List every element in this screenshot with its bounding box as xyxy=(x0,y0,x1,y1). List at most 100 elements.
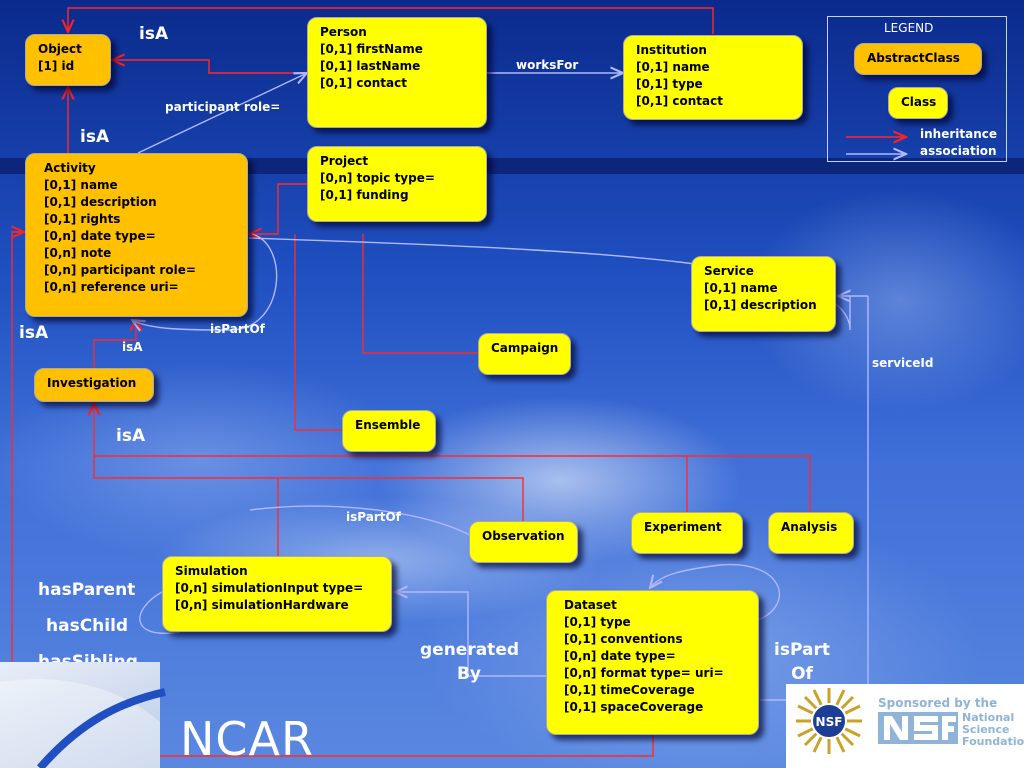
is-part-of-line1: isPart xyxy=(774,640,830,660)
class-title: Institution xyxy=(636,43,707,57)
inheritance-person-object xyxy=(112,60,307,74)
ncar-curve-decoration xyxy=(0,678,166,768)
class-title: Ensemble xyxy=(355,418,421,432)
has-parent-label: hasParent xyxy=(38,580,136,600)
class-attribute: [0,1] contact xyxy=(636,94,723,108)
class-title: Person xyxy=(320,25,367,39)
legend-abstract-class: AbstractClass xyxy=(854,43,982,75)
legend-class: Class xyxy=(888,87,948,119)
project-class[interactable]: Project [0,n] topic type= [0,1] funding xyxy=(307,146,487,222)
activity-class[interactable]: Activity [0,1] name [0,1] description [0… xyxy=(25,153,248,317)
class-title: Service xyxy=(704,264,754,278)
investigation-class[interactable]: Investigation xyxy=(34,368,154,402)
inheritance-observation-investigation xyxy=(94,403,524,521)
nsf-name-line1: National xyxy=(962,711,1015,724)
assoc-activity-person xyxy=(137,73,307,154)
class-attribute: [0,1] firstName xyxy=(320,42,423,56)
isa-label-small: isA xyxy=(122,340,143,354)
legend-abstract-label: AbstractClass xyxy=(867,51,960,65)
class-title: Campaign xyxy=(491,341,559,355)
header-band xyxy=(0,158,1024,174)
assoc-dataset-simulation xyxy=(395,592,546,677)
legend-inheritance-label: inheritance xyxy=(920,127,997,141)
class-title: Experiment xyxy=(644,520,722,534)
assoc-mid-curve xyxy=(249,505,471,536)
class-attribute: [0,1] type xyxy=(564,615,631,629)
class-attribute: [0,1] contact xyxy=(320,76,407,90)
dataset-is-part-of-label: isPart Of xyxy=(770,638,834,686)
class-attribute: [0,1] name xyxy=(636,60,710,74)
class-title: Dataset xyxy=(564,598,617,612)
object-class[interactable]: Object [1] id xyxy=(25,34,111,86)
campaign-class[interactable]: Campaign xyxy=(478,333,571,375)
assoc-dataset-ispartof xyxy=(650,563,781,621)
inheritance-analysis-investigation xyxy=(687,455,811,512)
class-attribute: [0,1] rights xyxy=(44,212,121,226)
generated-by-label: generated By xyxy=(420,638,519,686)
inheritance-ensemble-activity xyxy=(294,234,342,431)
class-attribute: [0,1] timeCoverage xyxy=(564,683,695,697)
generated-by-line2: By xyxy=(456,664,482,684)
legend-title: LEGEND xyxy=(884,21,934,35)
class-attribute: [0,1] description xyxy=(44,195,157,209)
class-attribute: [0,n] simulationHardware xyxy=(175,598,349,612)
class-attribute: [0,1] name xyxy=(44,178,118,192)
is-part-of-activity-label: isPartOf xyxy=(210,322,265,336)
assoc-simulation-parent xyxy=(139,591,181,634)
nsf-name-line3: Foundation xyxy=(962,735,1024,748)
nsf-seal-text: NSF xyxy=(816,715,843,729)
service-class[interactable]: Service [0,1] name [0,1] description xyxy=(691,256,836,332)
class-title: Observation xyxy=(482,529,565,543)
class-attribute: [0,1] description xyxy=(704,298,817,312)
nsf-sponsored-text: Sponsored by the xyxy=(878,696,998,710)
class-attribute: [0,1] conventions xyxy=(564,632,683,646)
simulation-class[interactable]: Simulation [0,n] simulationInput type= [… xyxy=(162,556,392,632)
class-attribute: [0,n] participant role= xyxy=(44,263,196,277)
class-title: Simulation xyxy=(175,564,248,578)
person-class[interactable]: Person [0,1] firstName [0,1] lastName [0… xyxy=(307,17,487,128)
nsf-seal-icon: NSF xyxy=(796,688,862,754)
nsf-name-text: National Science Foundation xyxy=(962,712,1024,748)
legend-lines xyxy=(846,17,1008,163)
assoc-activity-ispartof xyxy=(132,233,278,330)
inheritance-project-activity xyxy=(249,183,307,234)
participant-role-label: participant role= xyxy=(165,100,281,114)
has-child-label: hasChild xyxy=(46,616,129,636)
class-title: Analysis xyxy=(781,520,838,534)
service-id-label: serviceId xyxy=(872,356,934,370)
nsf-name-line2: Science xyxy=(962,723,1010,736)
class-attribute: [0,1] spaceCoverage xyxy=(564,700,704,714)
legend-association-label: association xyxy=(920,144,997,158)
class-attribute: [0,n] reference uri= xyxy=(44,280,179,294)
inheritance-experiment-investigation xyxy=(94,455,688,512)
isa-label-activity: isA xyxy=(80,127,110,147)
class-attribute: [0,n] date type= xyxy=(564,649,676,663)
class-attribute: [1] id xyxy=(38,59,75,73)
institution-class[interactable]: Institution [0,1] name [0,1] type [0,1] … xyxy=(623,35,803,120)
is-part-of-mid-label: isPartOf xyxy=(346,510,401,524)
inheritance-campaign-activity xyxy=(362,234,478,354)
class-title: Investigation xyxy=(47,376,137,390)
ensemble-class[interactable]: Ensemble xyxy=(342,410,436,452)
observation-class[interactable]: Observation xyxy=(469,521,578,563)
experiment-class[interactable]: Experiment xyxy=(631,512,743,554)
class-title: Activity xyxy=(44,161,96,175)
isa-label-left: isA xyxy=(19,323,49,343)
class-attribute: [0,n] date type= xyxy=(44,229,156,243)
class-title: Object xyxy=(38,42,82,56)
class-attribute: [0,n] note xyxy=(44,246,112,260)
inheritance-institution-object xyxy=(68,7,714,34)
ncar-logo-text: NCAR xyxy=(180,712,314,766)
ncar-logo-panel xyxy=(0,662,160,768)
class-attribute: [0,n] simulationInput type= xyxy=(175,581,364,595)
class-attribute: [0,1] name xyxy=(704,281,778,295)
legend-panel: LEGEND AbstractClass Class inheritance a… xyxy=(827,16,1007,162)
dataset-class[interactable]: Dataset [0,1] type [0,1] conventions [0,… xyxy=(546,590,759,735)
isa-label-investigation: isA xyxy=(116,426,146,446)
isa-label-top: isA xyxy=(139,24,169,44)
analysis-class[interactable]: Analysis xyxy=(768,512,854,554)
class-attribute: [0,n] format type= uri= xyxy=(564,666,724,680)
works-for-label: worksFor xyxy=(516,58,579,72)
is-part-of-line2: Of xyxy=(791,664,813,684)
